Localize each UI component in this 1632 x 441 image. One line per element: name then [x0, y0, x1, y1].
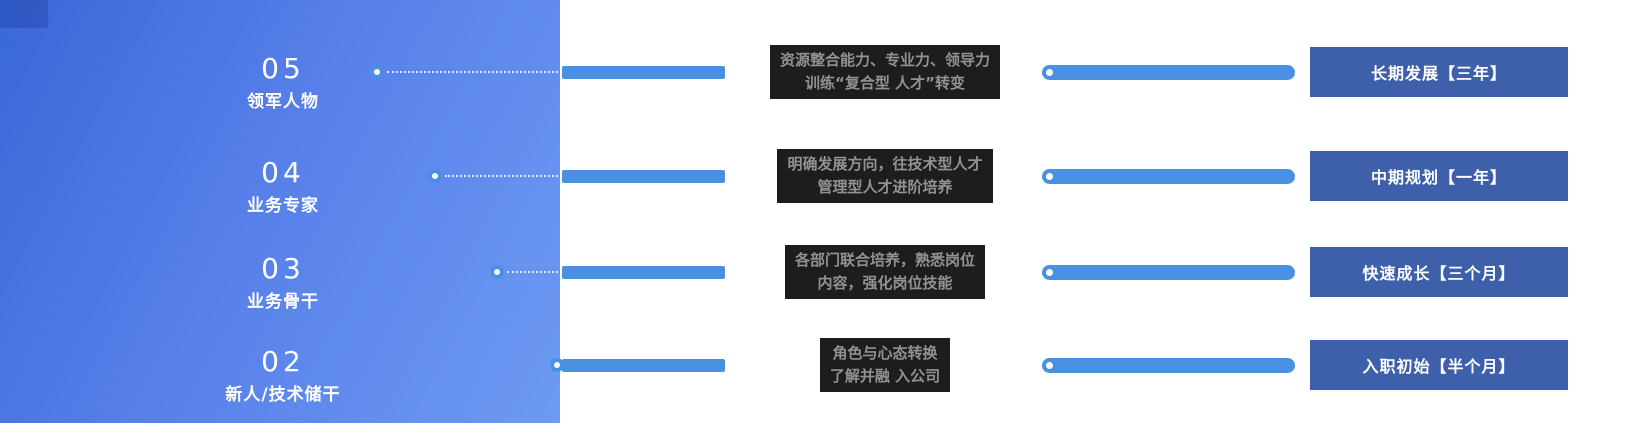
description-line: 明确发展方向，往技术型人才 [787, 154, 983, 173]
dotted-connector [507, 271, 562, 273]
stage-number: 02 [261, 345, 305, 378]
description-container: 资源整合能力、专业力、领导力 训练“复合型 人才”转变 [745, 38, 1025, 106]
bar-end-dot-icon [1046, 173, 1053, 180]
description-line: 管理型人才进阶培养 [817, 178, 953, 196]
stage-label: 业务专家 [247, 196, 319, 216]
timeline-node-icon [428, 169, 442, 183]
right-bar [1042, 265, 1295, 280]
description-line: 角色与心态转换 [832, 343, 938, 362]
milestone-box: 中期规划【一年】 [1310, 151, 1568, 201]
description-box: 资源整合能力、专业力、领导力 训练“复合型 人才”转变 [769, 44, 1000, 100]
description-line: 了解并融 入公司 [829, 367, 941, 385]
left-bar [562, 66, 725, 79]
right-bar [1042, 169, 1295, 184]
stage-label: 新人/技术储干 [225, 385, 341, 405]
stage-number: 05 [261, 52, 305, 85]
left-gradient-panel [0, 0, 560, 423]
left-bar [562, 266, 725, 279]
timeline-node-icon [370, 65, 384, 79]
bar-end-dot-icon [1046, 269, 1053, 276]
right-bar [1042, 358, 1295, 373]
bar-end-dot-icon [1046, 69, 1053, 76]
milestone-box: 入职初始【半个月】 [1310, 340, 1568, 390]
description-container: 明确发展方向，往技术型人才 管理型人才进阶培养 [745, 142, 1025, 210]
bar-end-dot-icon [1046, 362, 1053, 369]
right-bar [1042, 65, 1295, 80]
description-line: 各部门联合培养，熟悉岗位 [794, 250, 975, 269]
timeline-node-icon [490, 265, 504, 279]
description-line: 内容，强化岗位技能 [817, 274, 953, 292]
dotted-connector [387, 71, 562, 73]
left-bar [562, 359, 725, 372]
stage-label: 领军人物 [247, 92, 319, 112]
panel-corner-accent [0, 0, 48, 28]
description-line: 资源整合能力、专业力、领导力 [779, 50, 990, 69]
description-box: 角色与心态转换 了解并融 入公司 [819, 337, 951, 393]
description-container: 各部门联合培养，熟悉岗位 内容，强化岗位技能 [745, 238, 1025, 306]
milestone-box: 长期发展【三年】 [1310, 47, 1568, 97]
stage-label: 业务骨干 [247, 292, 319, 312]
description-line: 训练“复合型 人才”转变 [805, 74, 965, 92]
stage-number: 03 [261, 252, 305, 285]
description-container: 角色与心态转换 了解并融 入公司 [745, 331, 1025, 399]
milestone-box: 快速成长【三个月】 [1310, 247, 1568, 297]
description-box: 明确发展方向，往技术型人才 管理型人才进阶培养 [777, 148, 993, 204]
stage-number: 04 [261, 156, 305, 189]
description-box: 各部门联合培养，熟悉岗位 内容，强化岗位技能 [784, 244, 985, 300]
dotted-connector [445, 175, 562, 177]
left-bar [562, 170, 725, 183]
